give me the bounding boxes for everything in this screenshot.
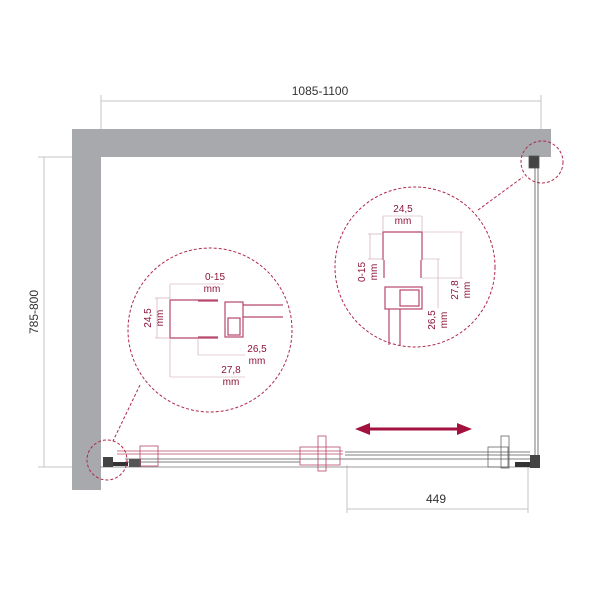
right-detail-dimlines: [368, 215, 463, 308]
height-label: 785-800: [27, 290, 41, 334]
left-detail-dimlines: [155, 283, 245, 378]
left-depth-value: 24,5: [143, 308, 154, 328]
double-arrow-icon: [355, 423, 472, 435]
right-depth-unit: mm: [395, 216, 412, 227]
right-inner-value: 26,5: [427, 310, 438, 330]
left-inner-unit: mm: [249, 356, 266, 367]
detail-callouts: [86, 140, 564, 481]
top-wall: [72, 129, 551, 157]
right-depth-value: 24,5: [393, 204, 413, 215]
width-label: 1085-1100: [292, 84, 349, 98]
opening-label: 449: [426, 492, 446, 506]
right-inner-unit: mm: [439, 312, 450, 329]
left-depth-unit: mm: [155, 310, 166, 327]
width-dimension: [100, 95, 542, 129]
left-outer-value: 27,8: [221, 365, 241, 376]
left-wall: [72, 129, 101, 490]
left-inner-value: 26,5: [247, 344, 267, 355]
left-adjust-unit: mm: [204, 284, 221, 295]
opening-dimension: [346, 465, 529, 513]
left-profile-detail: [169, 299, 283, 339]
left-adjust-value: 0-15: [205, 272, 225, 283]
right-outer-value: 27,8: [450, 280, 461, 300]
fixed-glass-panel: [528, 155, 540, 465]
right-profile-detail: [382, 231, 423, 345]
right-adjust-unit: mm: [369, 264, 380, 281]
right-adjust-value: 0-15: [357, 262, 368, 282]
left-outer-unit: mm: [223, 377, 240, 388]
height-dimension: [38, 156, 72, 468]
right-outer-unit: mm: [462, 282, 473, 299]
sliding-rails: [100, 435, 540, 472]
